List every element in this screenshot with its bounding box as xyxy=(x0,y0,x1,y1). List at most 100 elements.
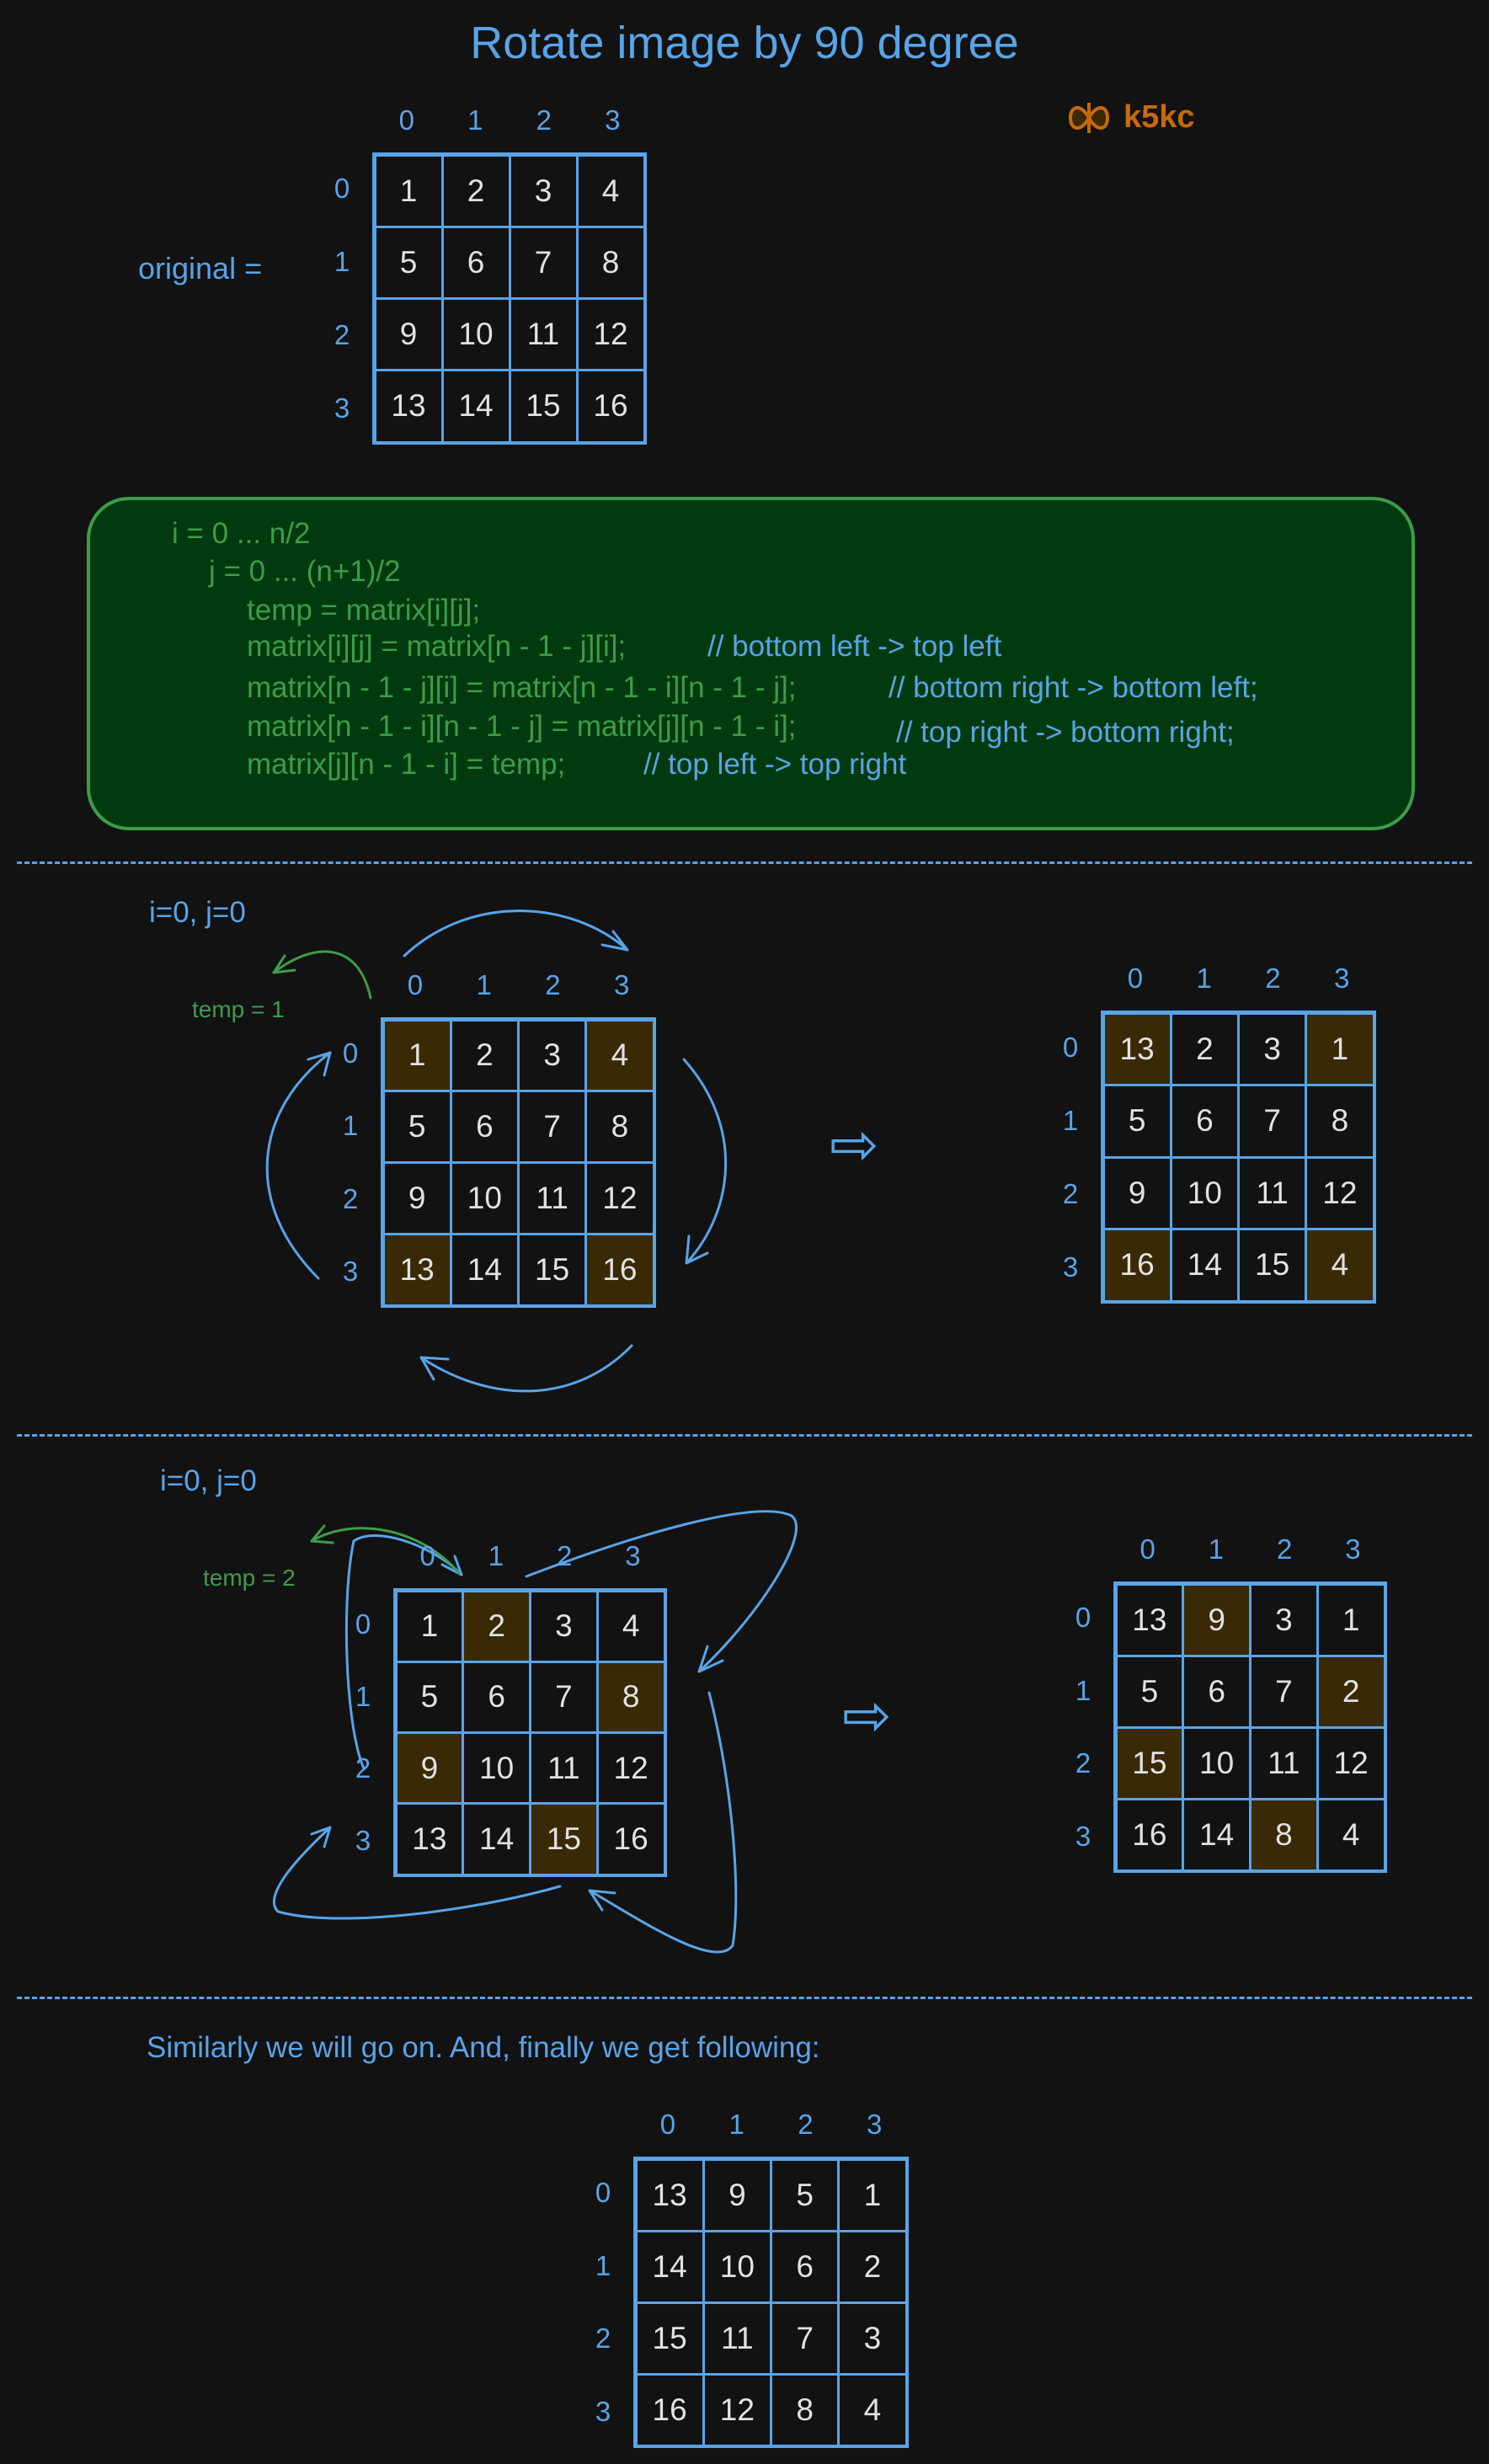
column-index-label: 1 xyxy=(476,969,492,1000)
matrix-cell: 12 xyxy=(575,297,646,372)
matrix-cell: 16 xyxy=(1102,1228,1172,1303)
row-index-label: 1 xyxy=(1062,1104,1079,1136)
row-index-label: 0 xyxy=(595,2177,611,2209)
matrix-cell: 15 xyxy=(517,1232,588,1307)
matrix-cell: 4 xyxy=(575,153,646,228)
matrix-cell: 12 xyxy=(1305,1155,1375,1230)
rotation-arrow-bottom xyxy=(419,1344,633,1393)
logo: k5kc xyxy=(1068,99,1195,136)
matrix-cell: 4 xyxy=(584,1018,655,1093)
step1-label: i=0, j=0 xyxy=(149,896,246,929)
matrix-cell: 13 xyxy=(394,1802,465,1876)
code-line: matrix[j][n - 1 - i] = temp; xyxy=(247,748,566,781)
matrix-cell: 6 xyxy=(449,1090,520,1164)
temp-arrow xyxy=(310,1524,461,1575)
matrix-cell: 16 xyxy=(595,1802,666,1876)
logo-text: k5kc xyxy=(1123,99,1195,135)
column-index-label: 3 xyxy=(1345,1533,1361,1565)
row-index-label: 0 xyxy=(1062,1031,1079,1063)
column-index-label: 3 xyxy=(1333,963,1350,994)
rotation-arrow-top xyxy=(525,1510,798,1673)
matrix-cell: 7 xyxy=(1249,1654,1319,1729)
matrix-cell: 16 xyxy=(575,369,646,444)
row-index-label: 2 xyxy=(334,318,350,350)
matrix-cell: 12 xyxy=(1316,1725,1386,1800)
excalidraw-bowtie-icon xyxy=(1068,102,1110,133)
row-index-label: 2 xyxy=(595,2323,611,2355)
row-index-label: 0 xyxy=(334,173,350,205)
matrix-cell: 1 xyxy=(837,2157,908,2232)
matrix-cell: 1 xyxy=(373,153,444,228)
column-index-label: 0 xyxy=(407,969,424,1000)
matrix-cell: 15 xyxy=(508,369,579,444)
matrix-cell: 9 xyxy=(1102,1155,1172,1230)
column-index-label: 2 xyxy=(545,969,561,1000)
matrix-cell: 8 xyxy=(584,1090,655,1164)
matrix-cell: 10 xyxy=(440,297,511,372)
row-index-label: 0 xyxy=(355,1608,371,1640)
column-index-label: 0 xyxy=(419,1540,435,1571)
row-index-label: 3 xyxy=(1075,1820,1091,1852)
step1-temp: temp = 1 xyxy=(192,996,285,1022)
matrix-cell: 13 xyxy=(1102,1011,1172,1086)
matrix-cell: 14 xyxy=(1182,1797,1252,1872)
matrix-cell: 16 xyxy=(1114,1797,1185,1872)
row-index-label: 1 xyxy=(342,1110,359,1142)
column-index-label: 0 xyxy=(1139,1533,1155,1565)
code-line: j = 0 ... (n+1)/2 xyxy=(209,555,401,588)
matrix-cell: 9 xyxy=(1182,1582,1252,1657)
row-index-label: 3 xyxy=(1062,1251,1079,1283)
row-index-label: 3 xyxy=(334,392,350,424)
code-comment: // top right -> bottom right; xyxy=(896,716,1235,749)
column-index-label: 3 xyxy=(613,969,630,1000)
right-arrow-icon: ⇨ xyxy=(830,1112,879,1177)
row-index-label: 3 xyxy=(595,2395,611,2427)
rotation-arrow-left xyxy=(265,1051,332,1280)
row-index-label: 1 xyxy=(355,1680,371,1712)
matrix-cell: 8 xyxy=(770,2372,841,2447)
divider xyxy=(17,1434,1472,1437)
matrix-cell: 10 xyxy=(1169,1155,1240,1230)
code-line: matrix[n - 1 - j][i] = matrix[n - 1 - i]… xyxy=(247,671,797,704)
code-comment: // top left -> top right xyxy=(643,748,907,781)
matrix-cell: 14 xyxy=(449,1232,520,1307)
column-index-label: 1 xyxy=(1208,1533,1225,1565)
matrix-cell: 13 xyxy=(634,2157,705,2232)
matrix-cell: 11 xyxy=(1237,1155,1308,1230)
row-index-label: 2 xyxy=(355,1752,371,1784)
code-comment: // bottom right -> bottom left; xyxy=(889,671,1258,704)
column-index-label: 0 xyxy=(398,104,414,136)
step2-temp: temp = 2 xyxy=(203,1565,296,1591)
divider xyxy=(17,1997,1472,1999)
matrix-cell: 8 xyxy=(1305,1084,1375,1159)
matrix-cell: 4 xyxy=(1305,1228,1375,1303)
matrix-cell: 2 xyxy=(1316,1654,1386,1729)
column-index-label: 3 xyxy=(866,2109,883,2140)
row-index-label: 3 xyxy=(342,1255,359,1287)
column-index-label: 2 xyxy=(1265,963,1281,994)
rotation-arrow-top xyxy=(403,909,629,957)
column-index-label: 1 xyxy=(467,104,483,136)
code-line: temp = matrix[i][j]; xyxy=(247,594,481,627)
matrix-cell: 12 xyxy=(702,2372,772,2447)
rotation-arrow-right xyxy=(682,1058,727,1265)
column-index-label: 2 xyxy=(1276,1533,1293,1565)
row-index-label: 3 xyxy=(355,1825,371,1857)
code-line: matrix[i][j] = matrix[n - 1 - j][i]; xyxy=(247,630,627,663)
rotation-arrow-bottom xyxy=(272,1826,562,1920)
row-index-label: 0 xyxy=(1075,1602,1091,1634)
matrix-cell: 6 xyxy=(440,225,511,300)
step2-label: i=0, j=0 xyxy=(160,1464,257,1497)
matrix-cell: 1 xyxy=(382,1018,452,1093)
column-index-label: 1 xyxy=(488,1540,504,1571)
matrix-cell: 4 xyxy=(1316,1797,1386,1872)
matrix-cell: 10 xyxy=(1182,1725,1252,1800)
column-index-label: 2 xyxy=(536,104,552,136)
matrix-cell: 2 xyxy=(837,2229,908,2304)
matrix-cell: 15 xyxy=(529,1802,599,1876)
column-index-label: 1 xyxy=(1196,963,1212,994)
